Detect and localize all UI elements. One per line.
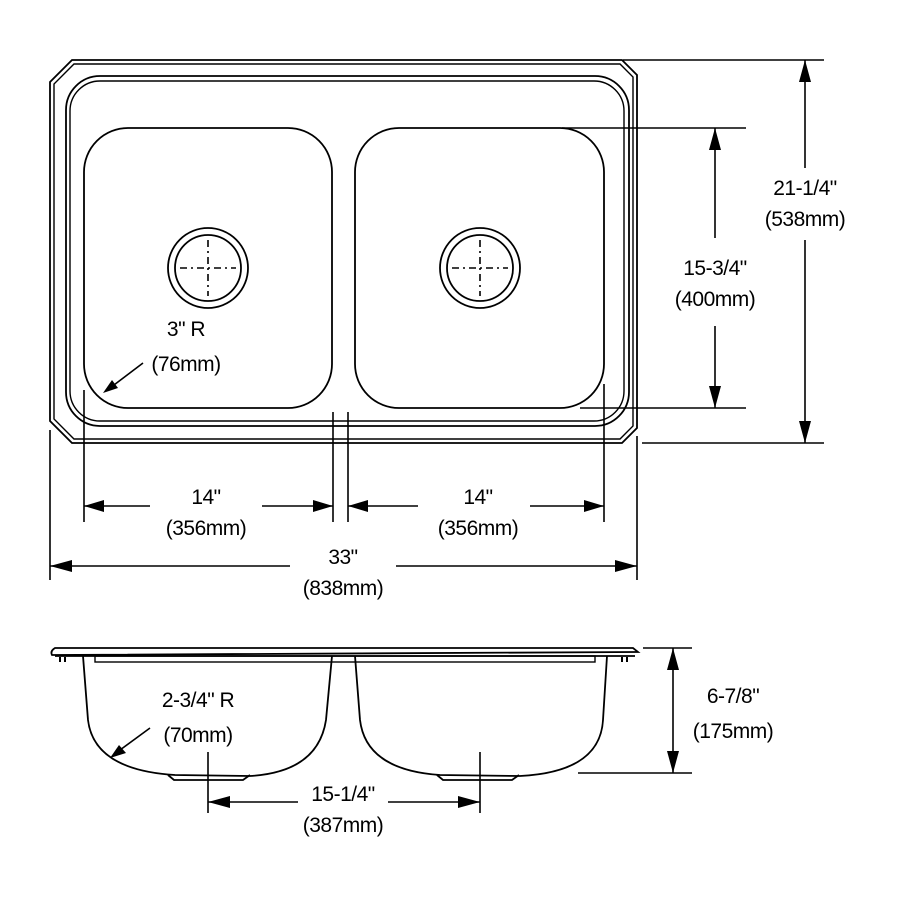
overall-width-metric: (838mm) bbox=[303, 577, 384, 600]
left-bowl-width-metric: (356mm) bbox=[166, 517, 247, 540]
outer-rim bbox=[49, 59, 638, 444]
overall-depth-metric: (538mm) bbox=[765, 208, 846, 231]
mounting-clip-icon bbox=[59, 657, 628, 662]
left-bowl-width-imperial: 14" bbox=[191, 486, 220, 509]
right-bowl-width-dimension bbox=[348, 500, 604, 512]
bowl-depth-dimension bbox=[562, 127, 746, 409]
bowl-depth-metric: (400mm) bbox=[675, 288, 756, 311]
drain-spacing-metric: (387mm) bbox=[303, 814, 384, 837]
bottom-radius-imperial: 2-3/4" R bbox=[162, 689, 235, 712]
corner-radius-imperial: 3" R bbox=[167, 318, 205, 341]
left-drain-icon bbox=[167, 227, 249, 309]
bowl-depth-imperial: 15-3/4" bbox=[683, 257, 747, 280]
bottom-radius-metric: (70mm) bbox=[163, 724, 232, 747]
left-bowl-profile bbox=[82, 655, 333, 777]
right-drain-icon bbox=[439, 227, 521, 309]
side-view: 2-3/4" R (70mm) 15-1/4" (387mm) 6-7/8" (… bbox=[50, 647, 774, 837]
corner-radius-metric: (76mm) bbox=[151, 353, 220, 376]
left-bowl-width-dimension bbox=[84, 500, 333, 512]
drain-spacing-dimension bbox=[207, 752, 481, 813]
bottom-radius-leader bbox=[110, 727, 151, 758]
bowl-height-dimension bbox=[578, 647, 692, 774]
overall-width-dimension bbox=[50, 560, 637, 572]
rim-channel bbox=[94, 655, 596, 663]
top-view: 3" R (76mm) 14" (356mm) 14" (356mm) bbox=[49, 59, 846, 600]
overall-depth-dimension bbox=[623, 59, 824, 444]
corner-radius-leader bbox=[103, 362, 144, 393]
outer-rim-inner-line bbox=[53, 63, 634, 440]
left-bowl bbox=[83, 127, 333, 409]
overall-width-imperial: 33" bbox=[328, 546, 357, 569]
right-bowl-width-imperial: 14" bbox=[463, 486, 492, 509]
right-bowl-profile bbox=[354, 655, 608, 777]
right-drain-bottom bbox=[436, 774, 520, 781]
right-bowl-width-metric: (356mm) bbox=[438, 517, 519, 540]
bowl-height-imperial: 6-7/8" bbox=[707, 685, 759, 708]
overall-depth-imperial: 21-1/4" bbox=[773, 177, 837, 200]
flange bbox=[50, 647, 641, 656]
bowl-height-metric: (175mm) bbox=[693, 720, 774, 743]
right-bowl bbox=[354, 127, 605, 409]
drain-spacing-imperial: 15-1/4" bbox=[311, 783, 375, 806]
deck-edge-inner bbox=[69, 80, 625, 422]
